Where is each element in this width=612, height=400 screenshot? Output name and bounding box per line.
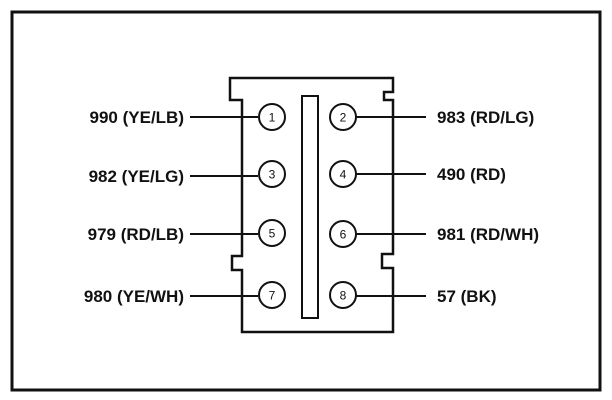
pin-6-circle xyxy=(329,220,357,248)
pin-3-wire-label: 982 (YE/LG) xyxy=(89,167,184,186)
pin-6-number: 6 xyxy=(340,228,347,242)
outer-frame xyxy=(10,10,602,392)
pin-5-number: 5 xyxy=(269,227,276,241)
pin-4-circle xyxy=(329,160,357,188)
pin-5-wire-label: 979 (RD/LB) xyxy=(88,225,184,244)
pin-7-wire-label: 980 (YE/WH) xyxy=(84,287,184,306)
pin-8-number: 8 xyxy=(340,289,347,303)
pin-2-wire-label: 983 (RD/LG) xyxy=(437,108,534,127)
connector-key-slot xyxy=(301,95,319,319)
pin-8-wire-label: 57 (BK) xyxy=(437,287,497,306)
pin-4-wire-label: 490 (RD) xyxy=(437,165,506,184)
pin-3-number: 3 xyxy=(269,168,276,182)
pin-5-circle xyxy=(258,219,286,247)
pin-1-number: 1 xyxy=(269,111,276,125)
pin-1-circle xyxy=(258,103,286,131)
pin-7-number: 7 xyxy=(269,289,276,303)
pin-8-circle xyxy=(329,281,357,309)
pin-1-wire-label: 990 (YE/LB) xyxy=(90,108,184,127)
pin-4-number: 4 xyxy=(340,168,347,182)
pin-3-circle xyxy=(258,160,286,188)
pin-7-circle xyxy=(258,281,286,309)
pin-6-wire-label: 981 (RD/WH) xyxy=(437,225,539,244)
pin-2-circle xyxy=(329,103,357,131)
pin-2-number: 2 xyxy=(340,111,347,125)
